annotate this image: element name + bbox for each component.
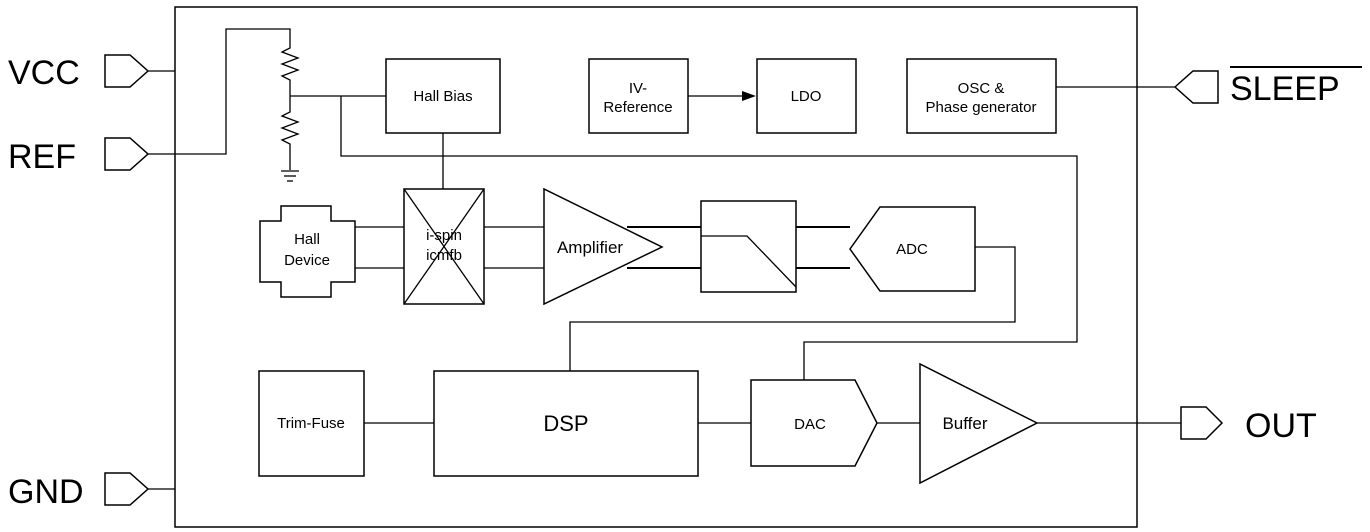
lowpass-filter-icon [701, 235, 797, 288]
adc-block [849, 206, 976, 292]
amplifier-block [543, 187, 664, 306]
pin-out-label: OUT [1245, 407, 1317, 445]
hall-device-block [259, 205, 356, 298]
pin-gnd-label: GND [8, 473, 84, 511]
buffer-label: Buffer [942, 414, 987, 433]
trim-fuse-block [258, 370, 365, 477]
osc-label-1: OSC & [958, 80, 1005, 97]
amplifier-label: Amplifier [557, 238, 623, 257]
trim-fuse-label: Trim-Fuse [277, 415, 345, 432]
osc-block [906, 58, 1057, 134]
pin-sleep: SLEEP [1173, 66, 1362, 108]
pin-sleep-label: SLEEP [1230, 70, 1340, 108]
pin-ref-label: REF [8, 138, 76, 176]
dsp-label: DSP [543, 411, 588, 436]
ldo-label: LDO [791, 88, 822, 105]
wire-adc-dsp [569, 246, 1016, 371]
iv-reference-label-1: IV- [629, 80, 647, 97]
pin-sleep-symbol [1173, 70, 1219, 104]
wire-ref-to-dac [340, 96, 1078, 380]
iv-reference-label-2: Reference [603, 99, 672, 116]
dsp-block [433, 370, 699, 477]
lowpass-filter-block [700, 200, 797, 293]
pin-gnd: GND [8, 472, 150, 511]
pin-out-symbol [1180, 406, 1224, 440]
ispin-cross-b [403, 188, 485, 305]
hall-device-label-2: Device [284, 252, 330, 269]
osc-label-2: Phase generator [926, 99, 1037, 116]
dac-label: DAC [794, 416, 826, 433]
buffer-block [919, 362, 1039, 485]
pin-ref-symbol [104, 137, 150, 171]
pin-vcc-label: VCC [8, 54, 80, 92]
iv-reference-block [588, 58, 689, 134]
hall-bias-label: Hall Bias [413, 88, 472, 105]
dac-block [750, 379, 878, 467]
wire-ref [148, 28, 291, 155]
arrow-head-icon [742, 91, 756, 101]
pin-out: OUT [1180, 406, 1317, 445]
ldo-block [756, 58, 857, 134]
adc-label: ADC [896, 241, 928, 258]
pin-vcc: VCC [8, 54, 150, 92]
pin-gnd-symbol [104, 472, 150, 506]
hall-device-label-1: Hall [294, 231, 320, 248]
ispin-label-1: i-spin [426, 227, 462, 244]
hall-bias-block [385, 58, 501, 134]
pin-ref: REF [8, 137, 150, 176]
ispin-label-2: icmfb [426, 247, 462, 264]
pin-vcc-symbol [104, 54, 150, 88]
